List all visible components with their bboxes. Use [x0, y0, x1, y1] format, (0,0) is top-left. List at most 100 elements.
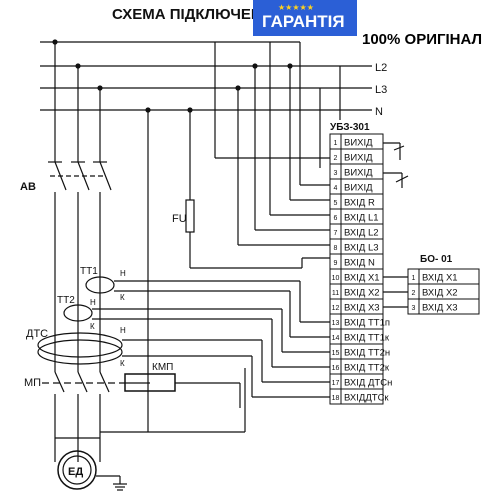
ubz-terminal-number: 3 — [334, 170, 338, 177]
dts-ring — [37, 332, 123, 358]
starter-label: МП — [24, 377, 41, 389]
ubz-terminal-number: 18 — [332, 395, 340, 402]
ubz-terminal-label: ВИХІД — [344, 168, 373, 179]
ubz-terminal-number: 8 — [334, 245, 338, 252]
ubz-terminal-number: 14 — [332, 335, 340, 342]
dts-h-label: Н — [120, 326, 126, 335]
bo-name: БО- 01 — [420, 254, 453, 265]
ubz-terminal-13: 13 ВХІД ТТ1п — [329, 313, 390, 330]
ubz-terminal-9: 9 ВХІД N — [329, 253, 384, 270]
ubz-terminal-number: 15 — [332, 350, 340, 357]
ct2-k-label: К — [90, 322, 95, 331]
ubz-terminal-8: 8 ВХІД L3 — [329, 238, 384, 255]
ubz-terminal-2: 2 ВИХІД — [329, 148, 384, 165]
ubz-terminal-3: 3 ВИХІД — [329, 163, 384, 180]
ubz-terminal-5: 5 ВХІД R — [329, 193, 384, 210]
ubz-terminal-number: 16 — [332, 365, 340, 372]
ubz-terminal-label: ВХІД ТТ2к — [344, 363, 390, 374]
ct1-h-label: Н — [120, 269, 126, 278]
ubz-terminal-15: 15 ВХІД ТТ2н — [329, 343, 390, 360]
bo-terminal-number: 3 — [412, 305, 416, 312]
bo-terminal-label: ВХІД X1 — [422, 273, 458, 284]
bus-l2-label: L2 — [375, 62, 387, 74]
bo-terminal-label: ВХІД X2 — [422, 288, 458, 299]
ubz-terminal-label: ВХІД X3 — [344, 303, 380, 314]
ubz-terminal-number: 4 — [334, 185, 338, 192]
ubz-terminal-number: 6 — [334, 215, 338, 222]
breaker-contacts — [48, 161, 112, 192]
ct1-label: ТТ1 — [80, 266, 98, 277]
ct1-ring — [85, 276, 115, 294]
ubz-output-contacts — [380, 142, 409, 188]
ubz-terminal-label: ВХІД ТТ1к — [344, 333, 390, 344]
fuse — [185, 199, 195, 233]
ubz-terminal-14: 14 ВХІД ТТ1к — [329, 328, 390, 345]
dts-label: ДТС — [26, 328, 48, 340]
ubz-terminal-number: 7 — [334, 230, 338, 237]
ubz-terminal-7: 7 ВХІД L2 — [329, 223, 384, 240]
ubz-terminal-label: ВИХІД — [344, 183, 373, 194]
ubz-terminal-number: 1 — [334, 140, 338, 147]
ct2-h-label: Н — [90, 298, 96, 307]
bo-terminal-label: ВХІД X3 — [422, 303, 458, 314]
diagram-title: СХЕМА ПІДКЛЮЧЕН — [112, 6, 262, 23]
motor-inner — [62, 455, 92, 485]
ubz-terminal-11: 11 ВХІД X2 — [329, 283, 384, 300]
ct2-label: ТТ2 — [57, 295, 75, 306]
ubz-terminal-number: 13 — [332, 320, 340, 327]
ubz-terminal-label: ВХІД ДТСн — [344, 378, 392, 389]
ubz-terminal-number: 11 — [332, 290, 339, 297]
guarantee-badge: ★★★★★ ГАРАНТІЯ — [253, 0, 357, 36]
ubz-terminal-17: 17 ВХІД ДТСн — [329, 373, 392, 390]
ct1-k-label: К — [120, 293, 125, 302]
motor-outer — [57, 450, 97, 490]
ubz-terminal-number: 10 — [332, 275, 340, 282]
bo01-terminal-block: 1 ВХІД X1 2 ВХІД X2 3 ВХІД X3 — [407, 268, 480, 315]
ubz-terminal-label: ВИХІД — [344, 138, 373, 149]
ubz-terminal-label: ВХІД L3 — [344, 243, 379, 254]
ubz-terminal-18: 18 ВХІДДТСк — [329, 388, 389, 405]
ubz-terminal-16: 16 ВХІД ТТ2к — [329, 358, 390, 375]
guarantee-stars: ★★★★★ — [278, 3, 314, 12]
ubz-terminal-label: ВХІДДТСк — [344, 393, 389, 404]
bo-terminal-number: 2 — [412, 290, 416, 297]
ubz-terminal-number: 2 — [334, 155, 338, 162]
ubz-terminal-label: ВХІД ТТ1п — [344, 318, 390, 329]
ubz-terminal-number: 9 — [334, 260, 338, 267]
ubz-terminal-label: ВХІД ТТ2н — [344, 348, 390, 359]
ubz-name: УБЗ-301 — [330, 122, 370, 133]
ubz-terminal-label: ВХІД L1 — [344, 213, 379, 224]
breaker-label: АВ — [20, 181, 36, 193]
starter-contacts — [42, 371, 125, 394]
bo-terminal-1: 1 ВХІД X1 — [407, 268, 480, 285]
bo-terminal-3: 3 ВХІД X3 — [407, 298, 480, 315]
guarantee-text: ГАРАНТІЯ — [262, 12, 345, 31]
kmp-label: КМП — [152, 362, 173, 373]
bo-terminal-2: 2 ВХІД X2 — [407, 283, 480, 300]
ubz-terminal-4: 4 ВИХІД — [329, 178, 384, 195]
ubz-terminal-label: ВХІД R — [344, 198, 375, 209]
ubz-terminal-6: 6 ВХІД L1 — [329, 208, 384, 225]
bus-l3-label: L3 — [375, 84, 387, 96]
dts-k-label: К — [120, 359, 125, 368]
ubz-terminal-10: 10 ВХІД X1 — [329, 268, 384, 285]
ubz-terminal-label: ВИХІД — [344, 153, 373, 164]
bus-n-label: N — [375, 106, 383, 118]
ct2-ring — [63, 304, 93, 322]
ubz-terminal-1: 1 ВИХІД — [329, 133, 384, 150]
ubz-terminal-label: ВХІД N — [344, 258, 375, 269]
ubz-terminal-label: ВХІД X2 — [344, 288, 380, 299]
original-badge: 100% ОРИГІНАЛ — [362, 31, 482, 48]
bo-terminal-number: 1 — [412, 275, 416, 282]
control-wiring — [92, 42, 408, 433]
motor-label: ЕД — [68, 466, 83, 478]
fuse-label: FU — [172, 213, 187, 225]
ubz-terminal-label: ВХІД X1 — [344, 273, 380, 284]
ubz-terminal-number: 5 — [334, 200, 338, 207]
ubz-terminal-label: ВХІД L2 — [344, 228, 379, 239]
ubz-terminal-number: 17 — [332, 380, 340, 387]
